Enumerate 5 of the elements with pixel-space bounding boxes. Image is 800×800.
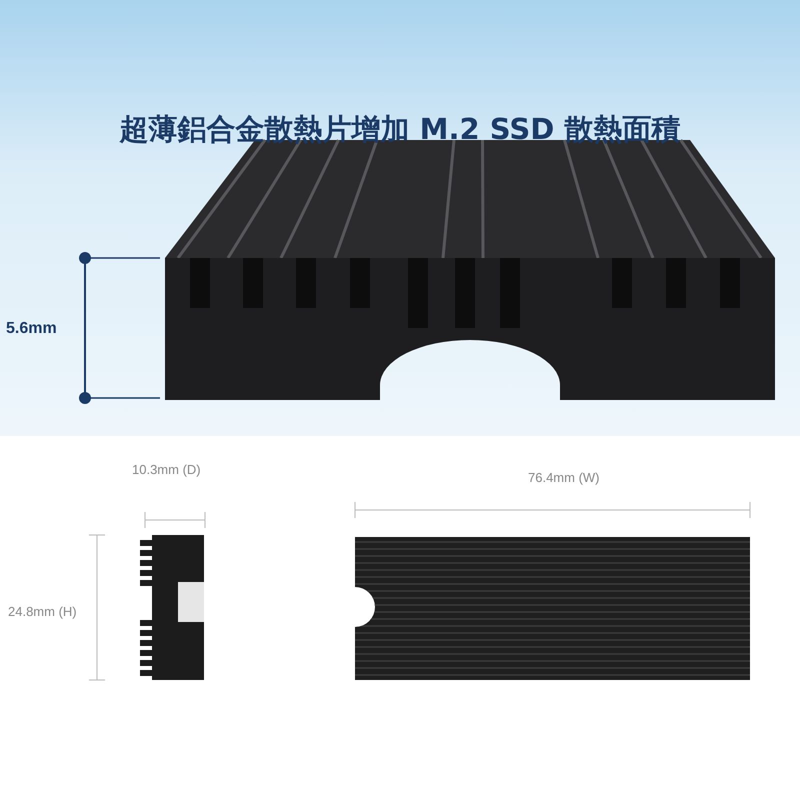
dimension-label: 10.3mm (D): [132, 462, 201, 477]
dimension-label: 24.8mm (H): [8, 604, 77, 619]
dimension-label: 5.6mm: [6, 320, 57, 338]
title: 超薄鋁合金散熱片增加 M.2 SSD 散熱面積: [118, 111, 682, 148]
dimension-label: 76.4mm (W): [528, 470, 600, 485]
